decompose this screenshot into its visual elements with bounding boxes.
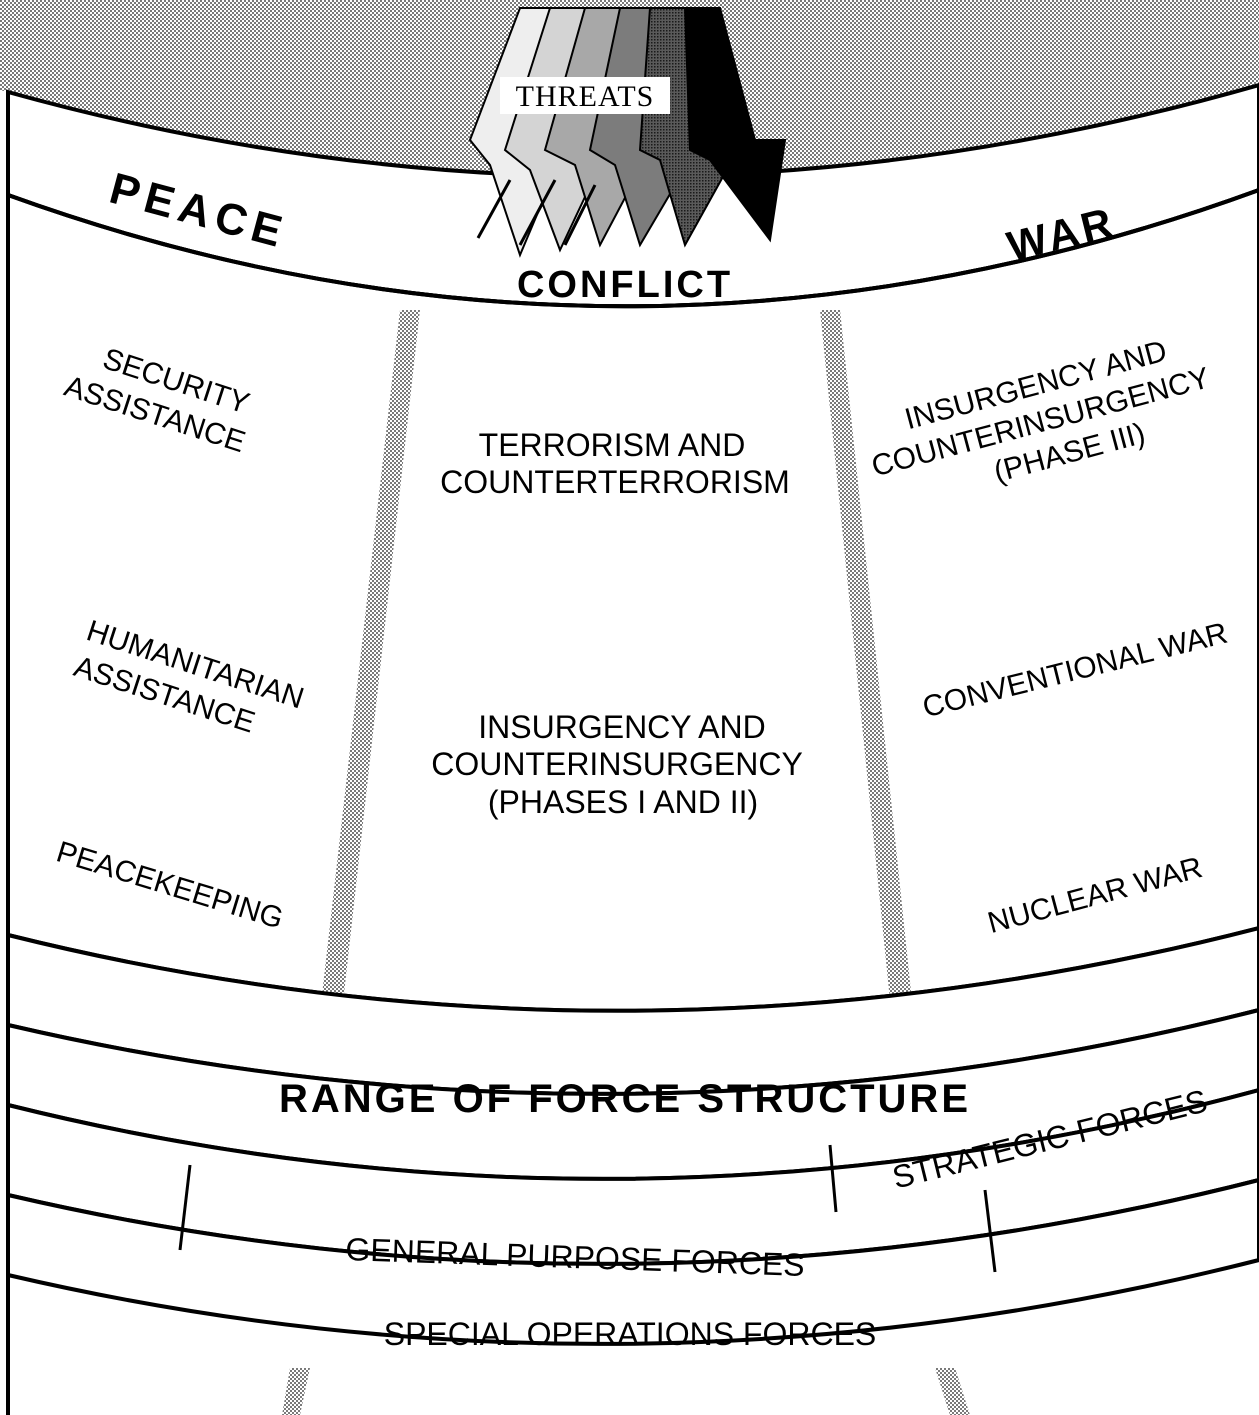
svg-text:TERRORISM AND: TERRORISM AND [479,427,746,463]
band-bottom-arc [7,188,1259,309]
terrorism-counterterrorism: TERRORISM AND COUNTERTERRORISM [440,427,790,500]
leg-right [935,1368,970,1415]
divider-right [820,310,915,1030]
threats-label: THREATS [516,80,655,113]
svg-text:COUNTERINSURGENCY: COUNTERINSURGENCY [431,746,803,782]
conflict-label: CONFLICT [517,264,733,306]
gp-left-divider [178,1164,192,1251]
divider-left [318,310,420,1030]
general-purpose-band [6,1177,1259,1346]
gp-right-divider [983,1189,997,1273]
svg-text:COUNTERTERRORISM: COUNTERTERRORISM [440,464,790,500]
leg-left [282,1368,310,1415]
threats-label-box [500,77,670,114]
special-operations-forces-label: SPECIAL OPERATIONS FORCES [384,1316,877,1352]
strategic-left-divider [828,1144,838,1213]
arrow-ticks [476,179,597,246]
svg-text:(PHASES I AND II): (PHASES I AND II) [488,784,758,820]
force-structure-title: RANGE OF FORCE STRUCTURE [279,1077,971,1121]
insurgency-phases-1-2: INSURGENCY AND COUNTERINSURGENCY (PHASES… [431,709,803,820]
svg-text:INSURGENCY AND: INSURGENCY AND [478,709,765,745]
threat-arrows [468,7,787,258]
